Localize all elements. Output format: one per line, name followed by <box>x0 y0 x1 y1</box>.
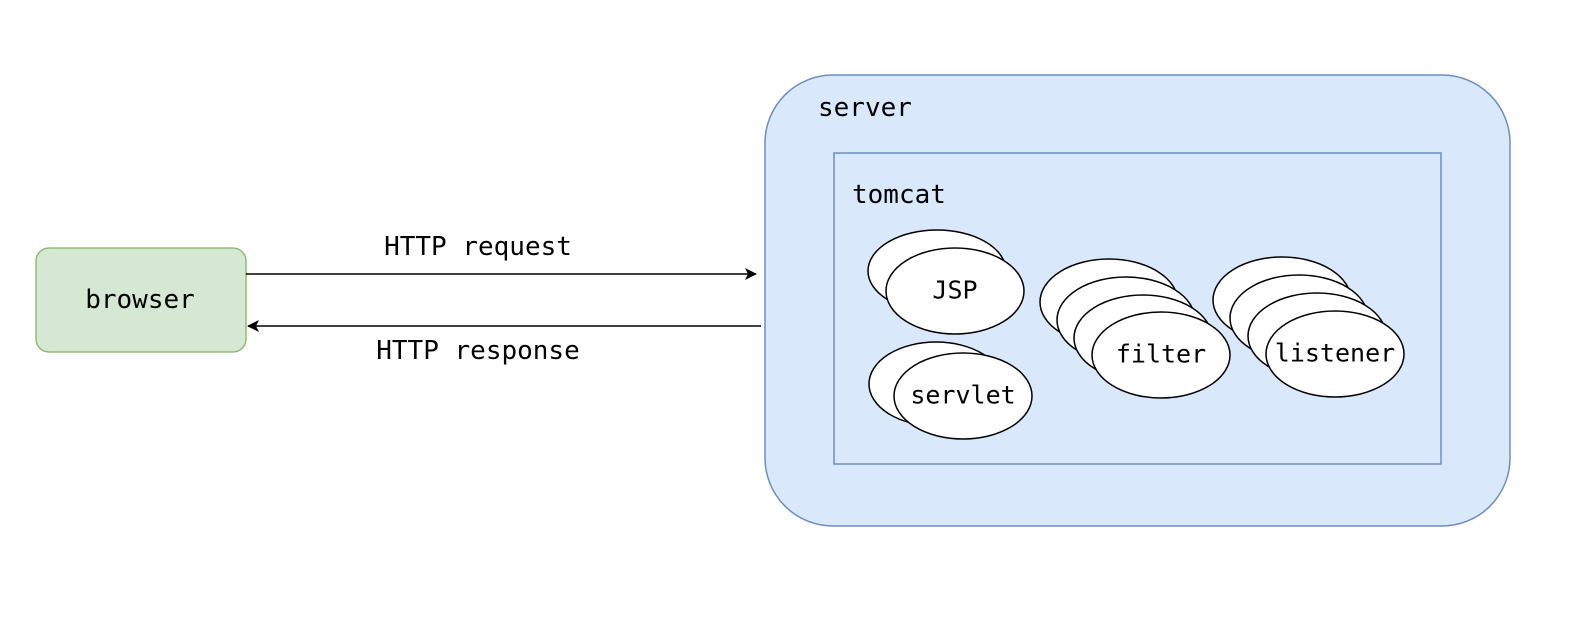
filter-label: filter <box>1116 340 1206 369</box>
filter-ellipse-4 <box>1091 311 1231 399</box>
listener-stack[interactable]: listener <box>1212 256 1405 398</box>
servlet-label: servlet <box>910 381 1015 410</box>
jsp-label: JSP <box>932 276 977 305</box>
listener-ellipse-4 <box>1265 310 1405 398</box>
http-response-connector[interactable]: HTTP response <box>247 320 761 366</box>
http-request-connector[interactable]: HTTP request <box>246 232 757 280</box>
servlet-stack[interactable]: servlet <box>868 341 1033 440</box>
http-response-label: HTTP response <box>376 336 580 366</box>
jsp-stack[interactable]: JSP <box>867 229 1025 335</box>
server-label: server <box>818 93 912 123</box>
tomcat-label: tomcat <box>852 180 946 210</box>
browser-label: browser <box>85 285 195 315</box>
browser-node[interactable]: browser <box>35 247 247 353</box>
http-request-label: HTTP request <box>384 232 572 262</box>
filter-stack[interactable]: filter <box>1039 258 1231 399</box>
listener-label: listener <box>1275 339 1395 368</box>
jsp-ellipse-front <box>885 247 1025 335</box>
browser-box <box>35 247 247 353</box>
servlet-ellipse-front <box>893 352 1033 440</box>
